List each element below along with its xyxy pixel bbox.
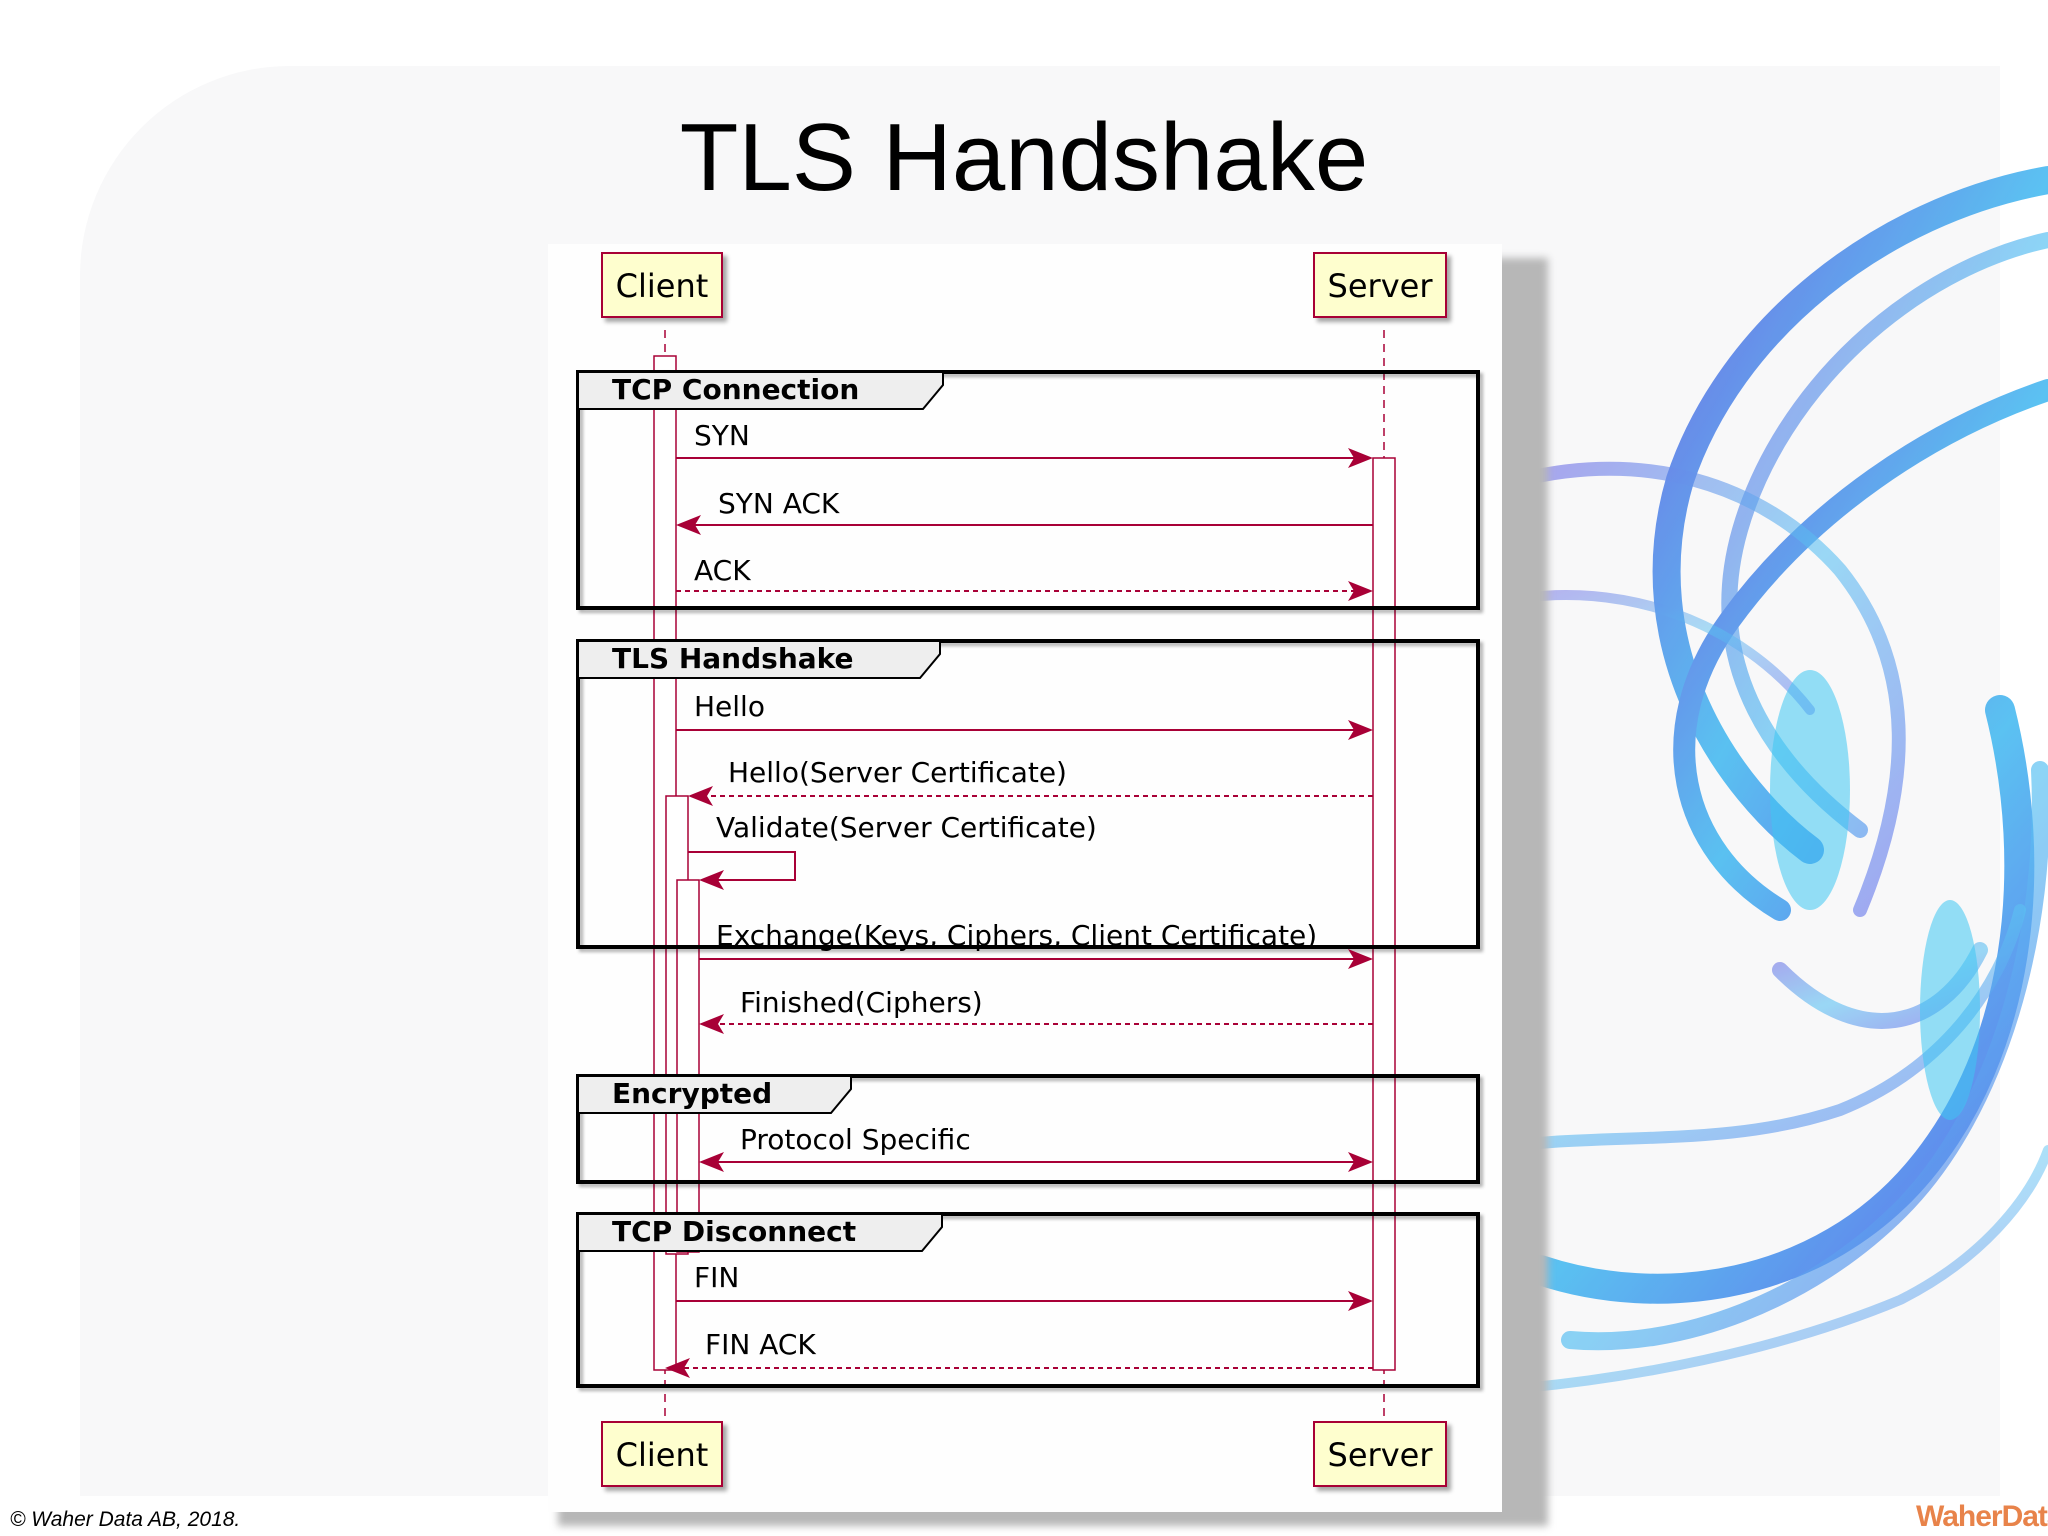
message-label: FIN (694, 1261, 739, 1294)
message-label: Protocol Specific (740, 1123, 971, 1156)
sequence-diagram: Client Server TCP Connection TLS Handsha… (576, 252, 1480, 1487)
message-label: Hello (694, 690, 765, 723)
copyright-footer: © Waher Data AB, 2018. (10, 1508, 241, 1531)
message-fin: FIN (676, 1261, 1373, 1311)
message-label: Hello(Server Certificate) (728, 756, 1067, 789)
participant-server-bottom: Server (1313, 1421, 1447, 1487)
group-label: Encrypted (612, 1077, 772, 1110)
message-ack: ACK (676, 554, 1373, 601)
participant-server-label: Server (1328, 267, 1434, 305)
participant-client-label: Client (616, 1436, 709, 1474)
group-label: TCP Connection (612, 373, 859, 406)
message-syn: SYN (676, 419, 1373, 468)
server-activation-bar (1372, 457, 1396, 1371)
blue-swirl-decoration (1480, 166, 2048, 1395)
participant-server-top: Server (1313, 252, 1447, 318)
message-label: ACK (694, 554, 751, 587)
participant-client-label: Client (616, 267, 709, 305)
message-syn-ack: SYN ACK (676, 487, 1373, 535)
message-exchange: Exchange(Keys, Ciphers, Client Certifica… (699, 919, 1373, 969)
message-label: Validate(Server Certificate) (716, 811, 1097, 844)
message-fin-ack: FIN ACK (665, 1328, 1373, 1378)
brand-logo: WaherData (1916, 1500, 2048, 1533)
group-encrypted: Encrypted (576, 1074, 1480, 1184)
message-label: Finished(Ciphers) (740, 986, 983, 1019)
message-validate-server-certificate: Validate(Server Certificate) (688, 811, 1097, 890)
participant-client-bottom: Client (601, 1421, 723, 1487)
participant-server-label: Server (1328, 1436, 1434, 1474)
message-finished-ciphers: Finished(Ciphers) (699, 986, 1373, 1034)
message-label: Exchange(Keys, Ciphers, Client Certifica… (716, 919, 1317, 952)
message-hello: Hello (676, 690, 1373, 740)
group-label: TCP Disconnect (612, 1215, 856, 1248)
message-protocol-specific: Protocol Specific (699, 1123, 1373, 1172)
message-label: FIN ACK (705, 1328, 816, 1361)
message-label: SYN ACK (718, 487, 840, 520)
message-label: SYN (694, 419, 750, 452)
slide-title: TLS Handshake (679, 104, 1369, 211)
sequence-diagram-panel: Client Server TCP Connection TLS Handsha… (548, 244, 1502, 1512)
client-activation-bar-nested-2 (676, 879, 700, 1253)
participant-client-top: Client (601, 252, 723, 318)
group-tcp-disconnect: TCP Disconnect (576, 1212, 1480, 1388)
group-tcp-connection: TCP Connection (576, 370, 1480, 610)
group-label: TLS Handshake (612, 642, 854, 675)
message-hello-server-certificate: Hello(Server Certificate) (688, 756, 1373, 806)
group-tls-handshake: TLS Handshake (576, 639, 1480, 949)
